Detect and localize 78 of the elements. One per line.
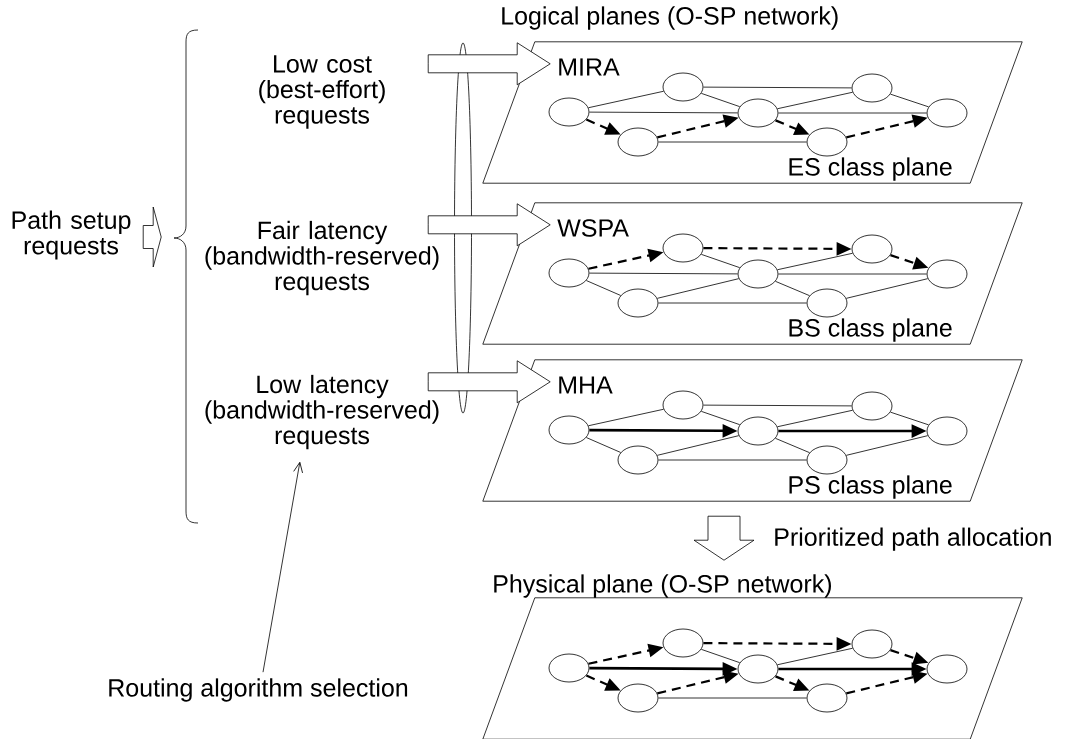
network-node	[662, 628, 704, 658]
text-label: Path setup requests	[12, 210, 131, 260]
link-line	[586, 280, 622, 296]
network-node	[617, 683, 659, 713]
network-node	[806, 445, 848, 475]
network-node	[548, 653, 590, 683]
link-line	[658, 302, 807, 304]
text-label: Routing algorithm selection	[109, 678, 408, 702]
algorithm-label: MIRA	[559, 58, 620, 76]
network-node	[737, 654, 779, 684]
link-line	[700, 410, 741, 426]
text-label: Low cost (best-effort) requests	[259, 55, 385, 129]
link-line	[778, 112, 927, 114]
plane-label: ES class plane	[789, 157, 952, 181]
network-node	[617, 288, 659, 318]
link-line	[589, 272, 738, 275]
network-node	[548, 97, 590, 127]
network-node	[548, 415, 590, 445]
link-line	[588, 90, 664, 109]
link-line	[588, 408, 664, 427]
link-line	[890, 93, 929, 108]
network-node	[617, 127, 659, 157]
block-arrow	[427, 360, 551, 404]
link-line	[777, 409, 853, 428]
link-line	[589, 111, 738, 114]
network-node	[926, 654, 968, 684]
network-node	[851, 234, 893, 264]
link-line	[703, 86, 852, 89]
network-node	[737, 259, 779, 289]
link-line	[700, 648, 741, 664]
link-line	[777, 252, 853, 271]
link-line	[845, 435, 929, 456]
network-node	[806, 127, 848, 157]
plane-label: BS class plane	[789, 318, 952, 342]
network-node	[737, 98, 779, 128]
heading: Logical planes (O-SP network)	[502, 6, 838, 30]
network-node	[926, 416, 968, 446]
link-line	[658, 459, 807, 461]
block-arrow	[427, 42, 551, 86]
network-node	[851, 73, 893, 103]
link-line	[586, 437, 622, 453]
link-line	[777, 91, 853, 110]
link-line	[658, 141, 807, 143]
network-node	[617, 445, 659, 475]
block-arrow	[142, 206, 162, 268]
network-node	[926, 259, 968, 289]
link-line	[656, 278, 740, 299]
network-node	[806, 288, 848, 318]
plane-heading: Physical plane (O-SP network)	[494, 574, 831, 598]
edge-label: Prioritized path allocation	[771, 525, 1055, 553]
network-node	[662, 390, 704, 420]
link-line	[890, 411, 929, 426]
link-line	[778, 273, 927, 275]
link-line	[777, 647, 853, 666]
link-line	[775, 280, 810, 297]
network-node	[926, 98, 968, 128]
block-arrow	[693, 515, 755, 561]
link-line	[775, 437, 810, 454]
network-node	[806, 683, 848, 713]
text-label: Low latency (bandwidth-reserved) requests	[205, 374, 439, 450]
network-node	[662, 233, 704, 263]
link-line	[700, 253, 741, 269]
network-node	[851, 391, 893, 421]
network-node	[737, 416, 779, 446]
algorithm-label: MHA	[559, 376, 613, 394]
text-label: Fair latency (bandwidth-reserved) requests	[205, 220, 439, 296]
link-line	[658, 697, 807, 699]
leader-line	[262, 461, 303, 673]
link-line	[656, 435, 740, 456]
link-line	[845, 278, 929, 299]
link-line	[703, 404, 852, 407]
link-line	[700, 92, 741, 108]
network-node	[548, 258, 590, 288]
network-node	[851, 629, 893, 659]
plane-label: PS class plane	[789, 475, 952, 499]
network-node	[662, 72, 704, 102]
algorithm-label: WSPA	[557, 219, 629, 237]
block-arrow	[427, 203, 551, 247]
